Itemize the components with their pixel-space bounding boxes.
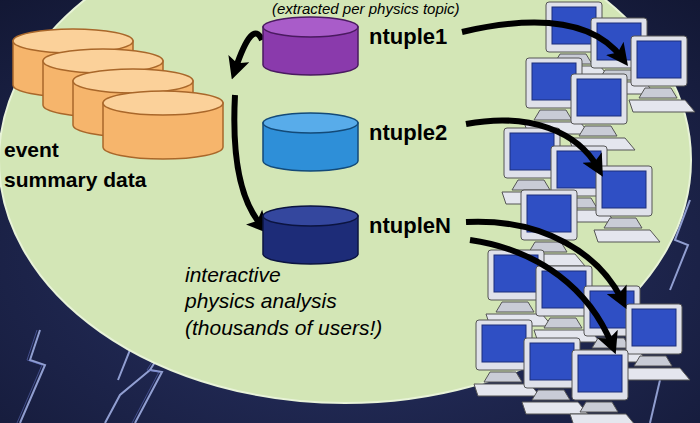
computer-icon <box>569 74 635 150</box>
cylinder-shape <box>262 16 359 76</box>
computer-group <box>474 2 695 423</box>
user-arrows <box>462 23 622 345</box>
ntuple-store: ntupleN <box>262 205 455 265</box>
ntuple-label: ntuple2 <box>369 120 447 146</box>
layout-spacer <box>300 262 400 283</box>
computer-icon <box>629 36 695 112</box>
cylinder-shape <box>262 112 359 172</box>
cylinder-shape <box>102 90 224 160</box>
computer-icon <box>594 166 660 242</box>
ntuple-store: ntuple1 <box>262 16 452 76</box>
computer-icon <box>570 350 636 423</box>
ntuple-label: ntuple1 <box>369 24 447 50</box>
flow-arrow <box>235 33 262 70</box>
ntuple-store: ntuple2 <box>262 112 452 172</box>
ntuple-label: ntupleN <box>369 213 451 239</box>
analysis-note: interactive physics analysis (thousands … <box>185 262 400 341</box>
flow-arrow <box>234 95 262 226</box>
cylinder-shape <box>262 205 359 265</box>
store-label: event summary data <box>4 135 174 196</box>
layout-spacer <box>114 135 174 156</box>
topic-note: (extracted per physics topic) <box>272 0 460 19</box>
analysis-region <box>0 0 691 403</box>
computer-icon <box>624 304 690 380</box>
data-store: event summary data <box>0 25 235 205</box>
